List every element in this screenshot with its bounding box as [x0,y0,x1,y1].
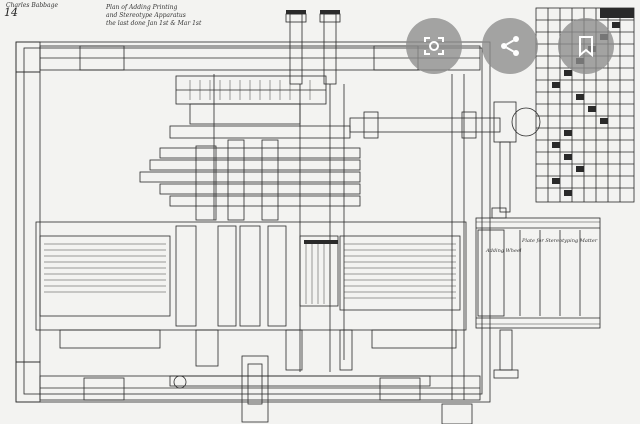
lens-icon [422,34,446,58]
bookmark-icon [574,34,598,58]
annotation-adding-wheel: Adding Wheel [486,248,522,254]
title-line: Plan of Adding Printing [106,4,178,11]
title-line: the last done Jan 1st & Mar 1st [106,20,202,27]
signature: Charles Babbage [6,2,58,9]
bookmark-button[interactable] [558,18,614,74]
plate-title: Plan of Adding Printing and Stereotype A… [106,4,226,28]
share-button[interactable] [482,18,538,74]
lens-button[interactable] [406,18,462,74]
title-line: and Stereotype Apparatus [106,12,186,19]
plate-number: 14 [4,6,18,19]
share-icon [498,34,522,58]
annotation-plate-stereotyping: Plate for Stereotyping Matter [522,238,598,244]
